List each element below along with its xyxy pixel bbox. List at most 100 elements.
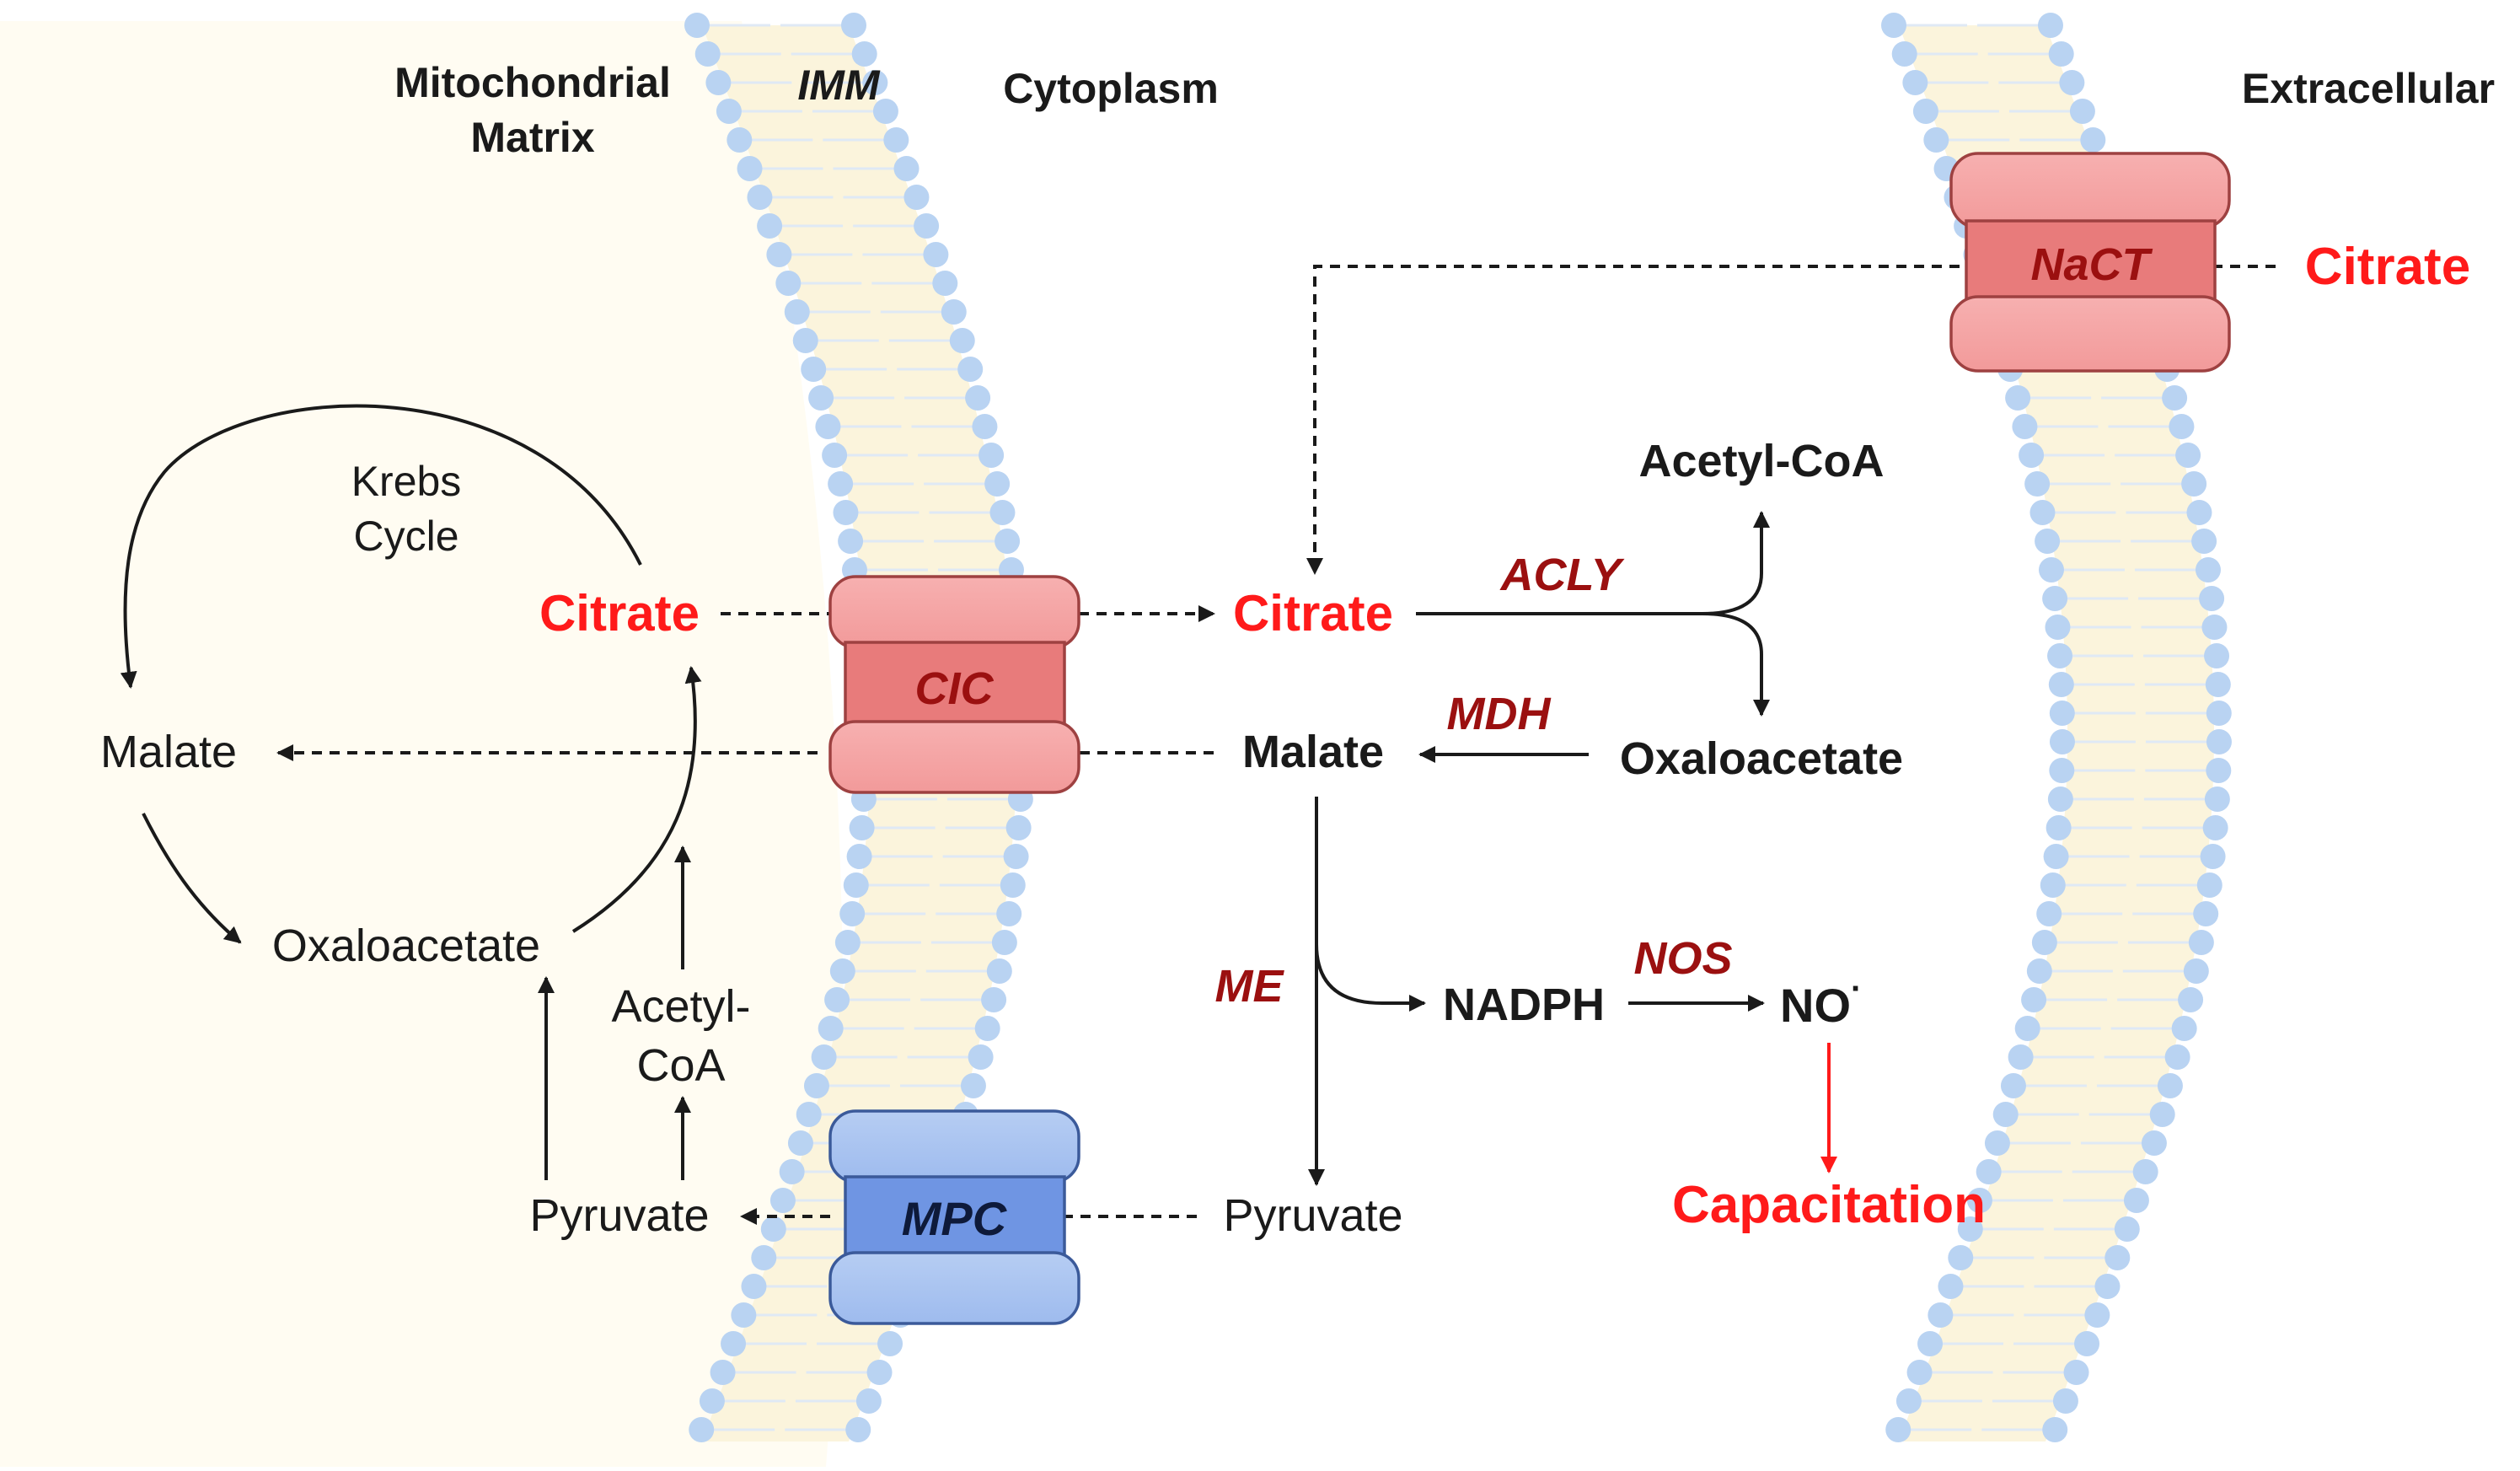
- lipid-head: [2149, 1102, 2175, 1127]
- lipid-head: [808, 385, 834, 411]
- krebs-arc-oxaloacetate-to-citrate: [571, 666, 702, 933]
- lipid-head: [811, 1044, 837, 1070]
- lipid-head: [710, 1360, 736, 1385]
- lipid-head: [1917, 1331, 1944, 1356]
- lipid-head: [705, 70, 732, 95]
- lipid-head: [1881, 13, 1906, 38]
- lipid-head: [2074, 1331, 2100, 1356]
- lipid-head: [2204, 643, 2230, 668]
- lipid-head: [2084, 1302, 2110, 1328]
- lipid-head: [2200, 844, 2226, 869]
- lipid-head: [747, 185, 773, 210]
- lipid-head: [766, 242, 792, 267]
- nact-transporter[interactable]: NaCT: [1949, 152, 2231, 373]
- arrow-me-to-nadph: [1315, 943, 1426, 1012]
- lipid-head: [2021, 987, 2047, 1012]
- lipid-head: [2132, 1159, 2158, 1184]
- enzyme-mdh: MDH: [1447, 689, 1552, 739]
- lipid-head: [1948, 1245, 1974, 1270]
- lipid-head: [2049, 758, 2075, 783]
- lipid-head: [981, 987, 1007, 1012]
- lipid-head: [2012, 414, 2038, 439]
- lipid-head: [984, 471, 1011, 497]
- lipid-head: [2205, 672, 2231, 697]
- lipid-head: [784, 299, 810, 325]
- lipid-head: [893, 156, 920, 181]
- lipid-head: [787, 1130, 813, 1156]
- matrix-pyruvate: Pyruvate: [529, 1190, 709, 1241]
- lipid-head: [2169, 414, 2195, 439]
- lipid-head: [2164, 1044, 2190, 1070]
- lipid-head: [932, 271, 958, 296]
- lipid-head: [2048, 672, 2074, 697]
- lipid-head: [1885, 1417, 1911, 1442]
- cytoplasm-no: NO·: [1780, 970, 1862, 1032]
- lipid-head: [2014, 1016, 2040, 1041]
- lipid-head: [968, 1044, 994, 1070]
- lipid-head: [1891, 41, 1917, 67]
- lipid-head: [721, 1331, 747, 1356]
- lipid-head: [684, 13, 710, 38]
- lipid-head: [2059, 70, 2085, 95]
- lipid-head: [2201, 615, 2228, 640]
- lipid-head: [877, 1331, 903, 1356]
- enzyme-me: ME: [1215, 961, 1285, 1012]
- lipid-head: [2045, 615, 2071, 640]
- lipid-head: [866, 1360, 893, 1385]
- lipid-head: [974, 1016, 1000, 1041]
- region-label-imm: IMM: [797, 62, 881, 109]
- lipid-head: [2049, 701, 2075, 726]
- matrix-background: [0, 21, 844, 1467]
- enzyme-acly: ACLY: [1499, 550, 1626, 600]
- cytoplasm-capacitation: Capacitation: [1672, 1176, 1986, 1234]
- matrix-oxaloacetate: Oxaloacetate: [272, 921, 540, 971]
- lipid-head: [2038, 13, 2063, 38]
- cytoplasm-nadph: NADPH: [1443, 980, 1605, 1030]
- lipid-head: [2183, 958, 2209, 984]
- lipid-head: [2193, 901, 2219, 926]
- lipid-head: [2029, 500, 2056, 525]
- mpc-label: MPC: [902, 1192, 1008, 1245]
- lipid-head: [760, 1216, 786, 1242]
- lipid-head: [737, 156, 763, 181]
- lipid-head: [834, 930, 861, 955]
- lipid-head: [849, 815, 875, 840]
- lipid-head: [716, 99, 742, 124]
- krebs-arc-malate-to-oxaloacetate: [142, 813, 242, 944]
- nact-label: NaCT: [2030, 239, 2153, 290]
- lipid-head: [751, 1245, 777, 1270]
- krebs-label-2: Cycle: [353, 513, 458, 560]
- lipid-head: [2080, 127, 2106, 153]
- cic-transporter[interactable]: CIC: [828, 575, 1080, 794]
- lipid-head: [2123, 1188, 2149, 1213]
- lipid-head: [846, 844, 872, 869]
- lipid-head: [845, 1417, 871, 1442]
- matrix-acetyl-2: CoA: [636, 1040, 725, 1091]
- lipid-head: [2104, 1245, 2131, 1270]
- lipid-head: [851, 41, 877, 67]
- lipid-head: [2048, 41, 2074, 67]
- lipid-head: [796, 1102, 822, 1127]
- lipid-head: [2175, 443, 2201, 468]
- lipid-head: [727, 127, 753, 153]
- lipid-head: [2186, 500, 2212, 525]
- lipid-head: [1992, 1102, 2019, 1127]
- no-text: NO: [1780, 979, 1851, 1032]
- lipid-head: [2171, 1016, 2197, 1041]
- lipid-head: [779, 1159, 805, 1184]
- lipid-head: [2199, 586, 2225, 611]
- arrow-acly-to-acetylcoa: [1702, 511, 1770, 615]
- cytoplasm-malate: Malate: [1242, 727, 1384, 777]
- matrix-citrate: Citrate: [539, 585, 700, 642]
- mpc-transporter[interactable]: MPC: [828, 1109, 1080, 1325]
- lipid-head: [914, 213, 940, 239]
- lipid-head: [2181, 471, 2207, 497]
- cytoplasm-acetyl-coa: Acetyl-CoA: [1638, 436, 1884, 486]
- lipid-head: [1895, 1388, 1922, 1414]
- lipid-head: [824, 987, 850, 1012]
- lipid-head: [989, 500, 1016, 525]
- lipid-head: [843, 872, 869, 898]
- lipid-head: [923, 242, 949, 267]
